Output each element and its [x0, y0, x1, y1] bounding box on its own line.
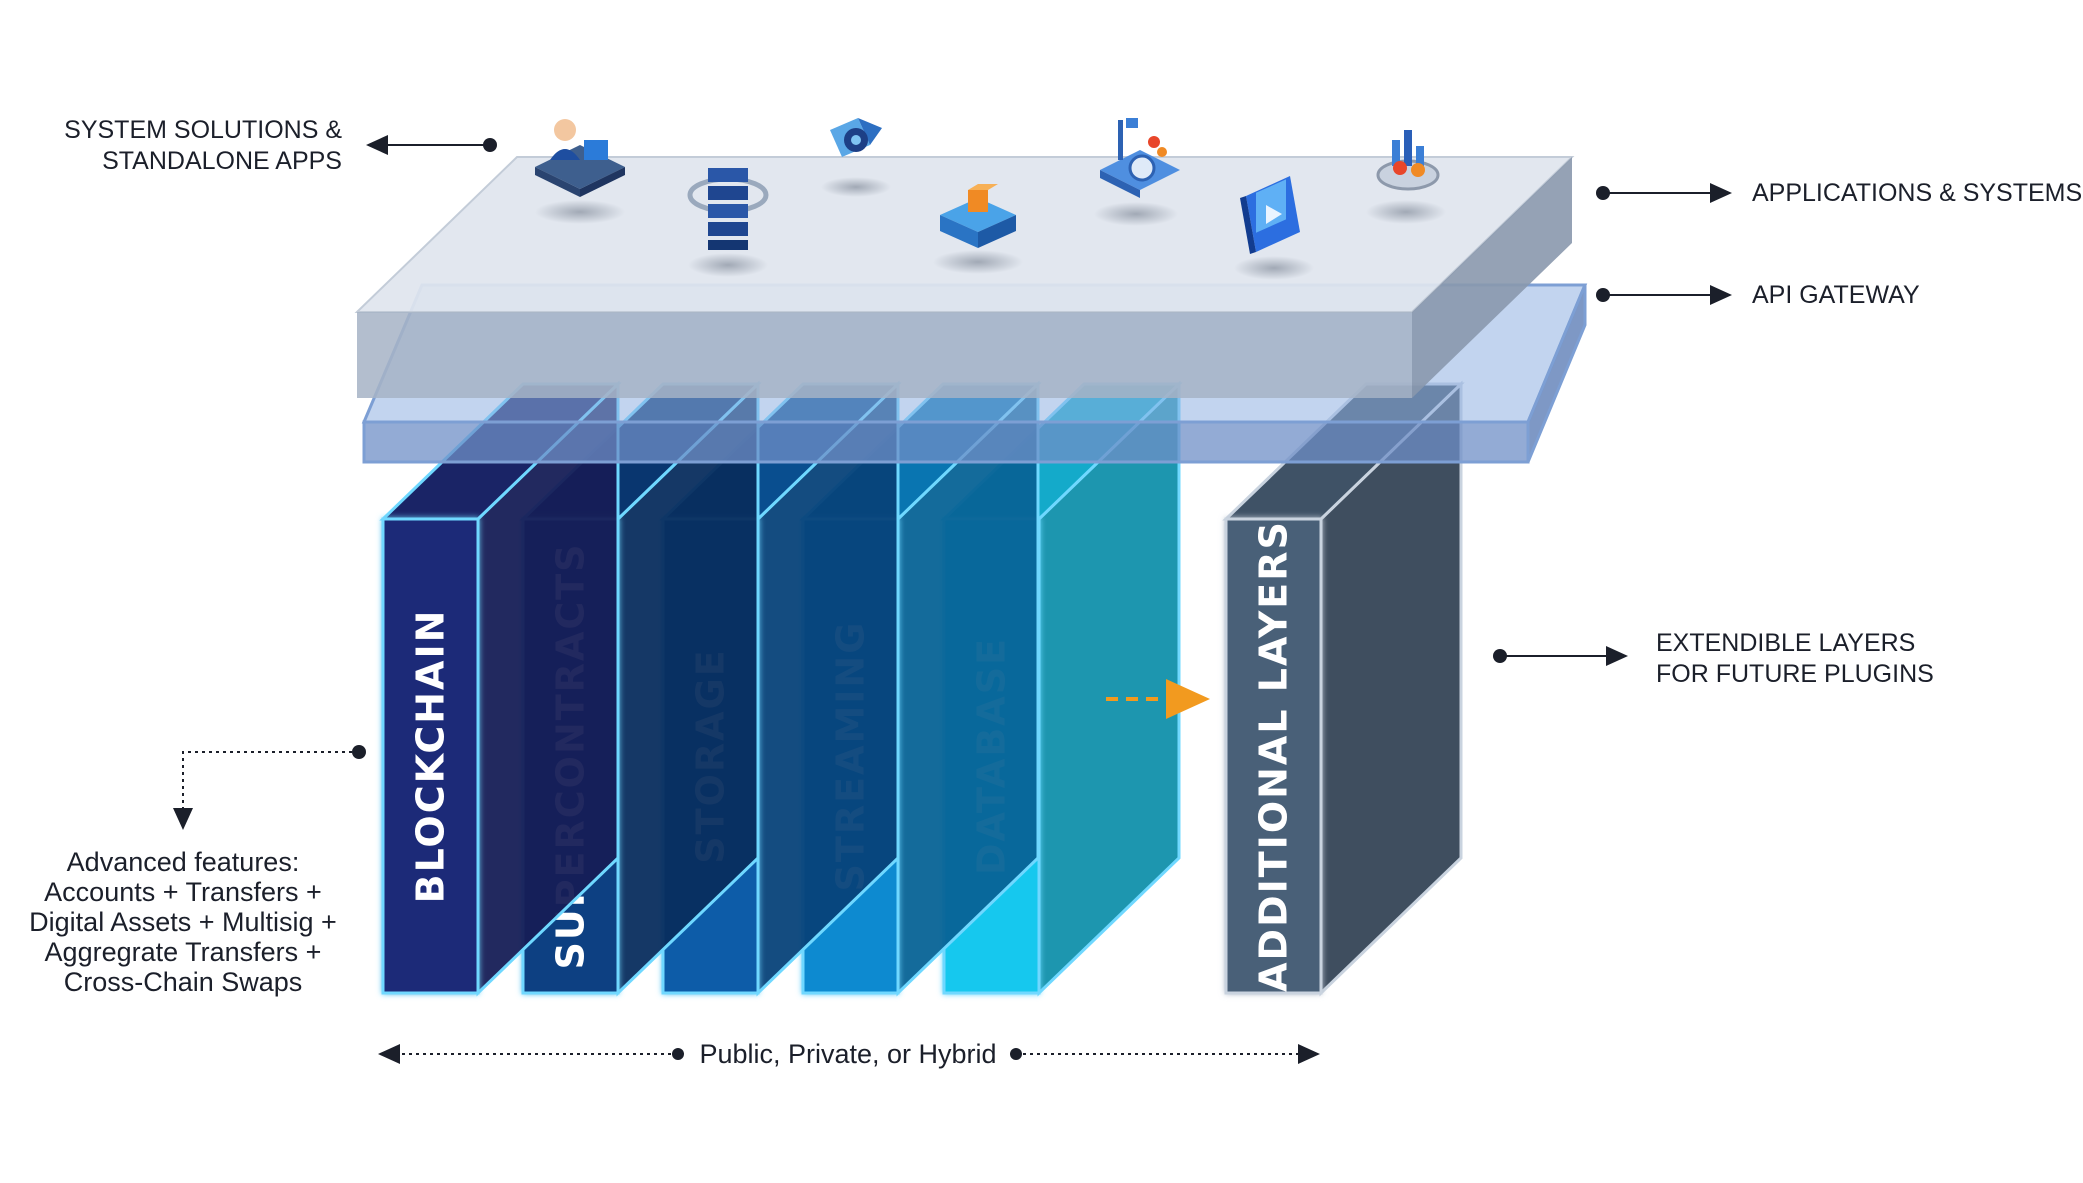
system-solutions-label-line1: SYSTEM SOLUTIONS & — [64, 116, 342, 144]
applications-systems-label: APPLICATIONS & SYSTEMS — [1752, 179, 2082, 207]
api-gateway-label: API GATEWAY — [1752, 281, 1920, 309]
advanced-features-line1: Advanced features: — [67, 847, 300, 877]
deployment-callout: Public, Private, or Hybrid — [378, 1039, 1320, 1069]
analytics-dashboard-icon — [1100, 118, 1180, 198]
applications-systems-callout: APPLICATIONS & SYSTEMS — [1596, 179, 2082, 207]
advanced-features-callout: Advanced features: Accounts + Transfers … — [29, 745, 366, 997]
layer-block-additional-layers: ADDITIONAL LAYERS — [1222, 380, 1465, 997]
advanced-features-line3: Digital Assets + Multisig + — [29, 907, 337, 937]
applications-platform-slab — [354, 156, 1575, 398]
cube-cluster-icon — [940, 184, 1016, 248]
video-player-icon — [1240, 176, 1300, 254]
coin-chart-icon — [1376, 130, 1440, 191]
layer-front-face — [381, 517, 480, 995]
layer-stack: ADDITIONAL LAYERSDATABASESTREAMINGSTORAG… — [379, 380, 1465, 997]
extendible-layers-label-line1: EXTENDIBLE LAYERS — [1656, 629, 1915, 657]
advanced-features-line5: Cross-Chain Swaps — [64, 967, 303, 997]
platform-icons — [535, 118, 1446, 280]
gear-network-icon — [830, 118, 882, 157]
advanced-features-line4: Aggregrate Transfers + — [45, 937, 322, 967]
extendible-layers-callout: EXTENDIBLE LAYERS FOR FUTURE PLUGINS — [1493, 629, 1934, 688]
system-solutions-callout: SYSTEM SOLUTIONS & STANDALONE APPS — [64, 116, 497, 175]
layer-label-blockchain: BLOCKCHAIN — [409, 609, 453, 904]
developer-workstation-icon — [535, 119, 625, 197]
extendible-layers-label-line2: FOR FUTURE PLUGINS — [1656, 660, 1934, 688]
system-solutions-label-line2: STANDALONE APPS — [102, 147, 342, 175]
server-stack-icon — [687, 168, 769, 250]
api-gateway-callout: API GATEWAY — [1596, 281, 1920, 309]
layer-front-face — [1224, 517, 1323, 995]
advanced-features-line2: Accounts + Transfers + — [44, 877, 322, 907]
deployment-label: Public, Private, or Hybrid — [699, 1039, 996, 1069]
layer-label-additional-layers: ADDITIONAL LAYERS — [1252, 520, 1296, 992]
